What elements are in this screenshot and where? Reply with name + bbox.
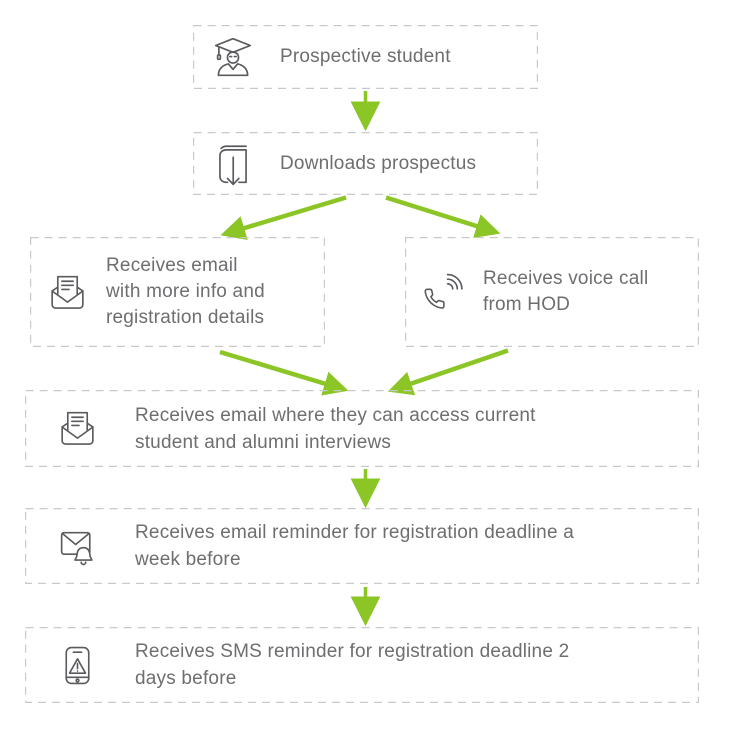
arrow-prospectus-to-email-info [220,195,347,240]
flow-step-email-more-info: Receives email with more info and regist… [30,237,325,348]
book-download-icon [210,141,256,187]
email-open-icon [55,406,100,451]
flow-step-email-interviews: Receives email where they can access cur… [25,390,699,468]
arrow-email-info-to-interviews [219,349,349,396]
flow-step-prospective-student: Prospective student [193,25,538,89]
phone-alert-icon [55,643,100,688]
step-label: Receives voice call from HOD [483,268,649,315]
step-label: Receives email with more info and regist… [106,255,265,328]
step-label: Receives email where they can access cur… [135,404,536,453]
phone-call-icon [421,270,466,315]
step-label: Receives email reminder for registration… [135,522,574,570]
step-label: Prospective student [280,46,451,67]
flow-step-email-reminder: Receives email reminder for registration… [25,508,699,585]
email-bell-icon [55,524,100,569]
step-label: Receives SMS reminder for registration d… [135,641,570,689]
email-open-icon [45,270,90,315]
flow-step-downloads-prospectus: Downloads prospectus [193,132,538,195]
flow-step-voice-call-hod: Receives voice call from HOD [405,237,699,348]
arrow-voice-call-to-interviews [387,348,509,396]
flow-step-sms-reminder: Receives SMS reminder for registration d… [25,627,699,704]
step-label: Downloads prospectus [280,152,477,174]
arrow-prospectus-to-voice-call [385,195,501,238]
graduate-icon [210,34,256,80]
